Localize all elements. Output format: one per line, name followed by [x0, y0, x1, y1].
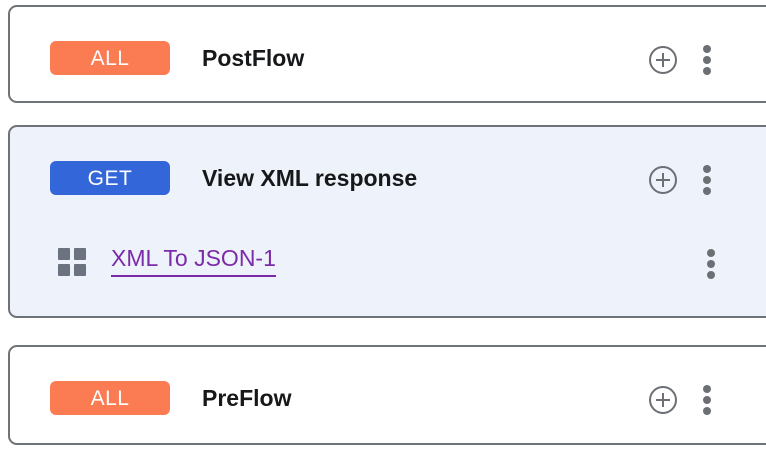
- flow-title: PostFlow: [202, 44, 305, 71]
- kebab-menu-icon[interactable]: [707, 249, 715, 279]
- kebab-dot: [703, 187, 711, 195]
- kebab-dot: [707, 271, 715, 279]
- plus-circle-icon[interactable]: [649, 386, 677, 414]
- flow-card-postflow[interactable]: ALL PostFlow: [8, 5, 766, 103]
- flow-row: ALL PreFlow: [10, 347, 766, 443]
- flow-title: View XML response: [202, 164, 418, 191]
- kebab-dot: [703, 56, 711, 64]
- grid-square: [58, 264, 70, 276]
- kebab-menu-icon[interactable]: [703, 165, 711, 195]
- flow-header-preflow[interactable]: ALL PreFlow: [10, 381, 766, 415]
- grid-square: [74, 264, 86, 276]
- kebab-menu-icon[interactable]: [703, 385, 711, 415]
- kebab-dot: [707, 260, 715, 268]
- flow-card-preflow[interactable]: ALL PreFlow: [8, 345, 766, 445]
- grid-square: [58, 248, 70, 260]
- kebab-dot: [703, 176, 711, 184]
- flow-actions: [649, 385, 711, 415]
- flow-header-postflow[interactable]: ALL PostFlow: [10, 41, 766, 75]
- method-badge-all: ALL: [50, 381, 170, 415]
- plus-circle-icon[interactable]: [649, 46, 677, 74]
- grid-squares-icon: [58, 248, 86, 276]
- kebab-dot: [703, 165, 711, 173]
- policy-row[interactable]: XML To JSON-1: [10, 247, 766, 279]
- flow-row: ALL PostFlow: [10, 7, 766, 101]
- kebab-dot: [703, 45, 711, 53]
- plus-circle-icon[interactable]: [649, 166, 677, 194]
- kebab-menu-icon[interactable]: [703, 45, 711, 75]
- kebab-dot: [703, 385, 711, 393]
- flow-actions: [649, 45, 711, 75]
- kebab-dot: [703, 396, 711, 404]
- flow-row: GET View XML response XML: [10, 127, 766, 316]
- flow-header-view-xml-response[interactable]: GET View XML response: [10, 161, 766, 195]
- kebab-dot: [703, 67, 711, 75]
- flow-actions: [649, 165, 711, 195]
- method-badge-get: GET: [50, 161, 170, 195]
- kebab-dot: [703, 407, 711, 415]
- kebab-dot: [707, 249, 715, 257]
- method-badge-all: ALL: [50, 41, 170, 75]
- flow-title: PreFlow: [202, 384, 292, 411]
- policy-link-xml-to-json[interactable]: XML To JSON-1: [111, 247, 276, 277]
- grid-square: [74, 248, 86, 260]
- flow-card-view-xml-response[interactable]: GET View XML response XML: [8, 125, 766, 318]
